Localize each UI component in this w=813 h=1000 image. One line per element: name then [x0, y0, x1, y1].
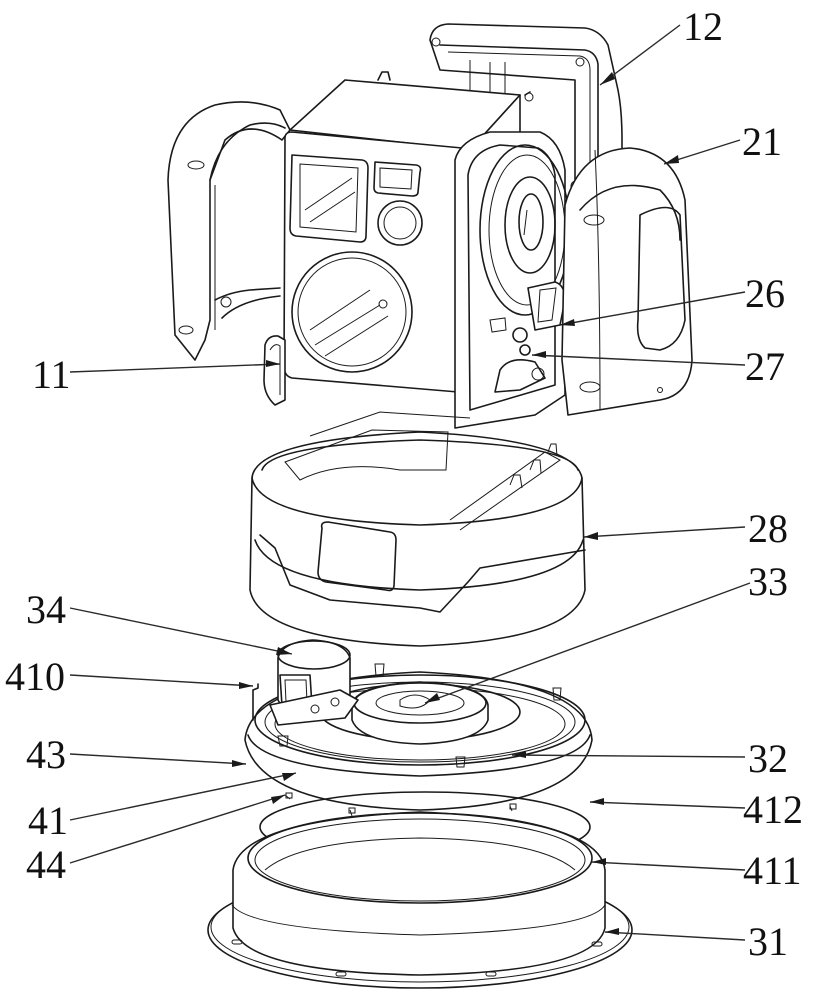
left-side-cover: [167, 101, 291, 361]
hinge-bracket: [263, 335, 286, 406]
leader-43: [69, 753, 247, 765]
right-side-cover: [561, 147, 693, 416]
leader-44: [69, 794, 286, 864]
leader-411: [591, 861, 746, 871]
leader-32: [511, 754, 746, 758]
arrowhead-32: [512, 751, 526, 758]
callout-21: 21: [742, 119, 782, 164]
arrowhead-411: [592, 858, 606, 865]
arrowhead-44: [271, 795, 285, 804]
arrowhead-12: [600, 72, 615, 85]
callout-26: 26: [745, 271, 785, 316]
callout-32: 32: [748, 736, 788, 781]
leader-27: [531, 354, 746, 366]
leader-412: [589, 801, 746, 809]
callout-labels: 12 21 26 27 11 28 33 34 410 43 32 41 412…: [5, 4, 803, 964]
callout-11: 11: [32, 352, 71, 397]
leader-12: [599, 24, 681, 86]
leader-34: [69, 607, 293, 655]
leader-11: [69, 363, 281, 373]
arrowhead-410: [239, 682, 253, 689]
leader-31: [604, 931, 746, 941]
callout-410: 410: [5, 654, 65, 699]
arrowhead-27: [532, 351, 546, 358]
arrowhead-43: [232, 760, 246, 767]
callout-34: 34: [26, 587, 66, 632]
arrowhead-26: [560, 319, 575, 326]
arrowhead-41: [282, 773, 296, 781]
mounting-base: [207, 811, 633, 989]
leader-lines: [69, 24, 751, 941]
turntable-base-plate: [244, 639, 593, 811]
right-gear-frame: [454, 131, 571, 429]
callout-27: 27: [745, 344, 785, 389]
rotating-base-shell: [249, 411, 586, 647]
callout-12: 12: [683, 4, 723, 49]
leader-26: [559, 291, 746, 326]
arrowhead-31: [605, 928, 619, 935]
leader-410: [69, 674, 254, 687]
leader-33: [424, 582, 751, 704]
callout-33: 33: [748, 559, 788, 604]
callout-412: 412: [743, 787, 803, 832]
callout-28: 28: [748, 506, 788, 551]
arrowhead-28: [584, 532, 598, 540]
leader-28: [583, 526, 746, 538]
callout-411: 411: [743, 848, 802, 893]
callout-41: 41: [28, 798, 68, 843]
arrowhead-412: [590, 798, 604, 805]
callout-43: 43: [26, 732, 66, 777]
leader-41: [69, 772, 297, 821]
arrowhead-33: [425, 693, 440, 703]
arrowhead-21: [664, 155, 679, 164]
arrowhead-11: [266, 360, 280, 367]
callout-44: 44: [26, 842, 66, 887]
callout-31: 31: [748, 919, 788, 964]
arrowhead-34: [276, 647, 292, 655]
